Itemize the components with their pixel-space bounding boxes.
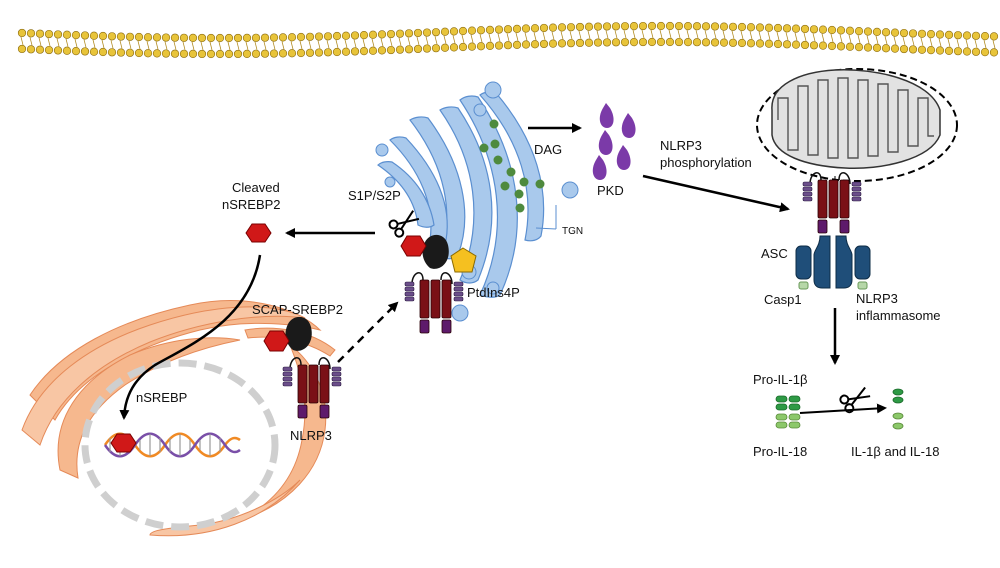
label-inflammasome-1: NLRP3 xyxy=(856,291,898,306)
nlrp3-complex-golgi xyxy=(404,272,464,334)
label-pro-il-1b: Pro-IL-1β xyxy=(753,372,808,387)
nlrp3-inflammasome-complex xyxy=(802,172,862,234)
ptdins4p-marker xyxy=(450,247,477,273)
label-pkd: PKD xyxy=(597,183,624,198)
nucleus xyxy=(81,359,279,531)
label-nsrebp: nSREBP xyxy=(136,390,188,405)
label-casp1: Casp1 xyxy=(764,292,802,307)
pro-il-1b-molecules xyxy=(775,395,801,411)
golgi-apparatus xyxy=(375,81,579,322)
arrow-cleavage-il xyxy=(799,403,887,414)
asc-casp1 xyxy=(795,235,871,290)
nlrp3-complex-er xyxy=(282,357,342,419)
label-inflammasome-2: inflammasome xyxy=(856,308,941,323)
cleaved-srebp2-marker xyxy=(245,223,272,243)
pro-il-18-molecules xyxy=(775,413,801,429)
pkd-molecules xyxy=(592,103,636,180)
il-1b-il-18-molecules xyxy=(892,388,904,430)
scap-srebp2-er xyxy=(263,316,312,352)
label-il-1b-and-il-18: IL-1β and IL-18 xyxy=(851,444,940,459)
arrow-cleaved-to-nucleus xyxy=(119,254,262,420)
label-asc: ASC xyxy=(761,246,788,261)
scissors-icon xyxy=(839,386,871,414)
label-s1p-s2p: S1P/S2P xyxy=(348,188,401,203)
label-nlrp3-phosphorylation-1: NLRP3 xyxy=(660,138,702,153)
label-dag: DAG xyxy=(534,142,563,157)
label-scap-srebp2: SCAP-SREBP2 xyxy=(252,302,344,317)
scap-srebp2-golgi xyxy=(400,234,449,269)
label-nlrp3: NLRP3 xyxy=(290,428,332,443)
label-pro-il-18: Pro-IL-18 xyxy=(753,444,808,459)
label-cleaved: Cleaved xyxy=(232,180,280,195)
label-nsrebp2: nSREBP2 xyxy=(222,197,281,212)
nsrebp-marker xyxy=(110,433,137,453)
plasma-membrane xyxy=(17,21,999,59)
scissors-icon xyxy=(388,210,420,238)
arrow-er-to-golgi-dashed xyxy=(337,301,399,363)
arrow-pkd-to-inflammasome xyxy=(642,174,790,213)
label-tgn: TGN xyxy=(562,226,584,237)
label-nlrp3-phosphorylation-2: phosphorylation xyxy=(660,155,752,170)
mitochondrion xyxy=(756,68,958,182)
label-ptdins4p: PtdIns4P xyxy=(467,285,520,300)
dag-dots xyxy=(479,119,545,213)
